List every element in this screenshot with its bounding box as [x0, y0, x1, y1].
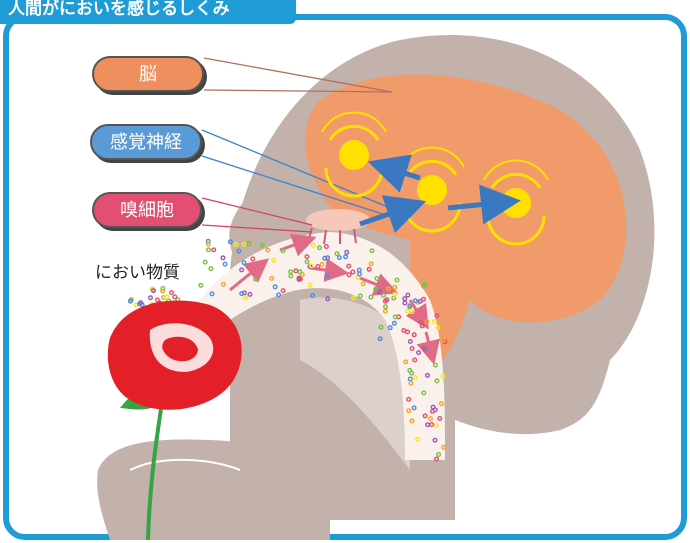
- hand-icon: [97, 439, 330, 540]
- brain-label: 脳: [92, 56, 204, 92]
- odor-particle: [207, 242, 211, 246]
- sensory-nerve-label: 感覚神経: [90, 124, 202, 160]
- odor-particle: [170, 291, 174, 295]
- odor-particle: [199, 284, 203, 288]
- odor-particle: [207, 248, 211, 252]
- odor-particle: [221, 256, 225, 260]
- odor-particle: [161, 289, 165, 293]
- olfactory-epithelium: [306, 209, 370, 231]
- olfactory-cell-label: 嗅細胞: [92, 192, 202, 228]
- rose-icon: [108, 301, 242, 410]
- odor-particle: [203, 260, 207, 264]
- odor-substance-label: におい物質: [95, 258, 180, 283]
- odor-particle: [165, 295, 169, 299]
- odor-particle: [223, 262, 227, 266]
- odor-particle: [173, 295, 177, 299]
- odor-particle: [149, 296, 153, 300]
- odor-particle: [212, 248, 216, 252]
- odor-particle: [209, 267, 213, 271]
